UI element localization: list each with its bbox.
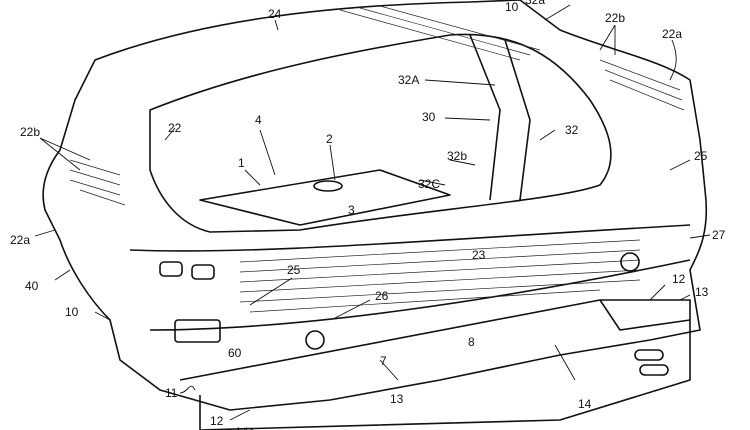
label-13-bottom: 13	[390, 392, 404, 406]
label-25-right: 25	[694, 149, 708, 163]
label-10-left: 10	[65, 305, 79, 319]
label-10-top: 10	[505, 0, 519, 14]
label-32a-top: 32a	[525, 0, 545, 7]
label-60: 60	[228, 346, 242, 360]
label-32A: 32A	[398, 73, 419, 87]
label-3: 3	[348, 203, 355, 217]
bumper-beam	[179, 299, 691, 430]
rear-opening	[149, 33, 612, 233]
label-22a-right: 22a	[662, 27, 682, 41]
slot-left-2	[191, 264, 215, 280]
label-24: 24	[268, 7, 282, 21]
label-25-left: 25	[287, 263, 301, 277]
label-12-bottom: 12	[210, 414, 224, 428]
pillar	[469, 34, 531, 201]
leader-lines	[34, 4, 711, 421]
label-26: 26	[375, 289, 389, 303]
label-30: 30	[422, 110, 436, 124]
label-22b-right: 22b	[605, 11, 625, 25]
label-22b-left: 22b	[20, 125, 40, 139]
label-32C: 32C	[418, 177, 440, 191]
label-22: 22	[168, 121, 182, 135]
label-27: 27	[712, 228, 726, 242]
label-14a: 14a	[235, 425, 255, 430]
label-32b: 32b	[447, 149, 467, 163]
bumper-slot-2	[639, 364, 669, 376]
label-32: 32	[565, 123, 579, 137]
label-13-right: 13	[695, 285, 709, 299]
label-40: 40	[25, 279, 39, 293]
rear-panel	[129, 224, 691, 331]
label-14: 14	[578, 397, 592, 411]
label-1: 1	[238, 156, 245, 170]
bumper-slot-1	[634, 349, 664, 361]
label-7: 7	[380, 354, 387, 368]
label-8: 8	[468, 335, 475, 349]
label-23: 23	[472, 248, 486, 262]
lamp-recess	[174, 319, 221, 343]
slot-left-1	[159, 261, 183, 277]
label-11: 11	[165, 386, 178, 400]
floor-panel	[199, 169, 451, 226]
floor-hole	[313, 180, 343, 192]
label-22a-left: 22a	[10, 233, 30, 247]
label-4: 4	[255, 113, 262, 127]
body-outline	[42, 0, 708, 411]
rear-panel-hatching	[69, 5, 685, 313]
label-2: 2	[326, 132, 333, 146]
tow-hook-hole-left	[305, 330, 325, 350]
tow-hook-hole-right	[620, 252, 640, 272]
label-12-right: 12	[672, 272, 686, 286]
